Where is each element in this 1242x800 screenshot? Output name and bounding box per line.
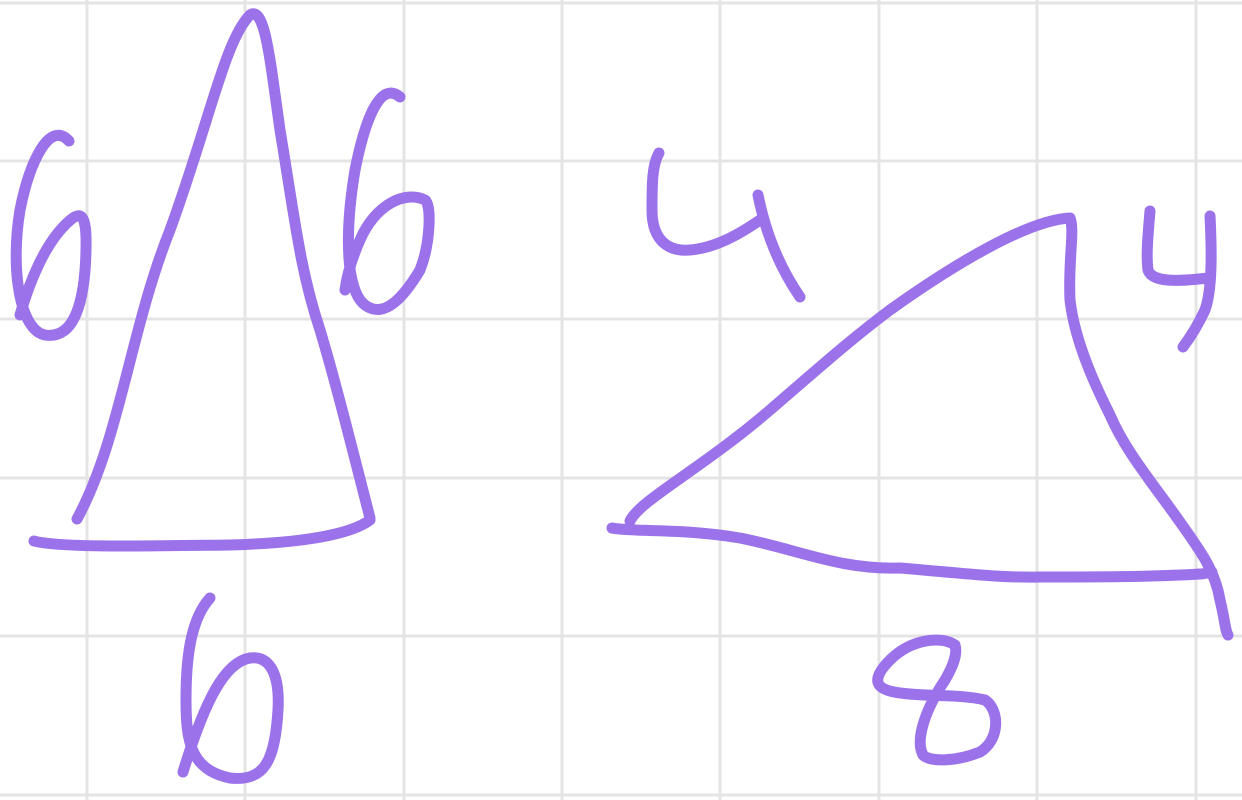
right-triangle-label-bottom: [872, 634, 1002, 766]
left-triangle-label-left: [10, 129, 92, 341]
left-triangle-left-side: [71, 8, 376, 525]
left-triangle-base: [28, 514, 376, 552]
right-triangle-left-side: [624, 212, 1234, 641]
right-triangle-label-left: [646, 147, 806, 303]
left-triangle-label-bottom: [177, 592, 284, 784]
left-triangle-label-right: [339, 87, 435, 315]
right-triangle: [606, 212, 1234, 641]
left-triangle: [28, 8, 376, 552]
right-triangle-base: [606, 522, 1218, 583]
right-triangle-label-right: [1141, 205, 1217, 353]
